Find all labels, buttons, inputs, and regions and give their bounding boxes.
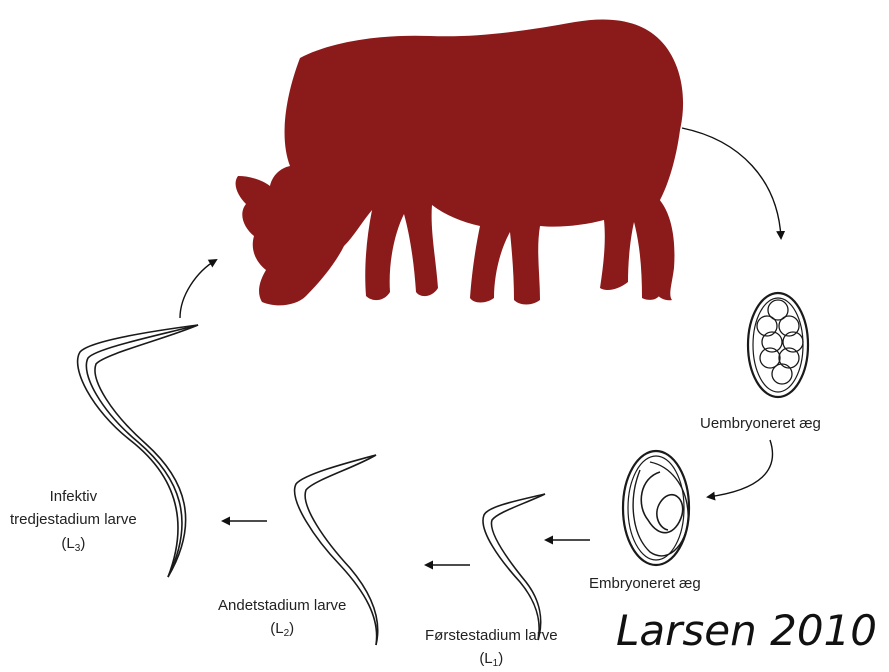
label-unembryonated-egg: Uembryoneret æg	[700, 412, 821, 435]
arrow-host-to-egg	[682, 128, 781, 238]
label-l3: Infektiv tredjestadium larve (L3)	[10, 485, 137, 556]
citation: Larsen 2010	[616, 606, 877, 655]
l2-name: Andetstadium larve	[218, 594, 346, 617]
l1-code: (L1)	[425, 647, 558, 672]
unembryonated-egg-icon	[748, 293, 808, 397]
l3-name-line1: Infektiv	[10, 485, 137, 508]
l3-name-line2: tredjestadium larve	[10, 508, 137, 531]
l2-code: (L2)	[218, 617, 346, 642]
label-l1: Førstestadium larve (L1)	[425, 624, 558, 672]
l3-code: (L3)	[10, 532, 137, 557]
label-embryonated-egg: Embryoneret æg	[589, 572, 701, 595]
embryonated-egg-icon	[623, 451, 689, 565]
arrow-egg-to-embryonated	[708, 440, 772, 497]
l1-larva-icon	[483, 494, 545, 640]
arrow-l3-to-host	[180, 260, 216, 318]
label-l2: Andetstadium larve (L2)	[218, 594, 346, 642]
l1-name: Førstestadium larve	[425, 624, 558, 647]
horse-icon	[236, 19, 684, 305]
